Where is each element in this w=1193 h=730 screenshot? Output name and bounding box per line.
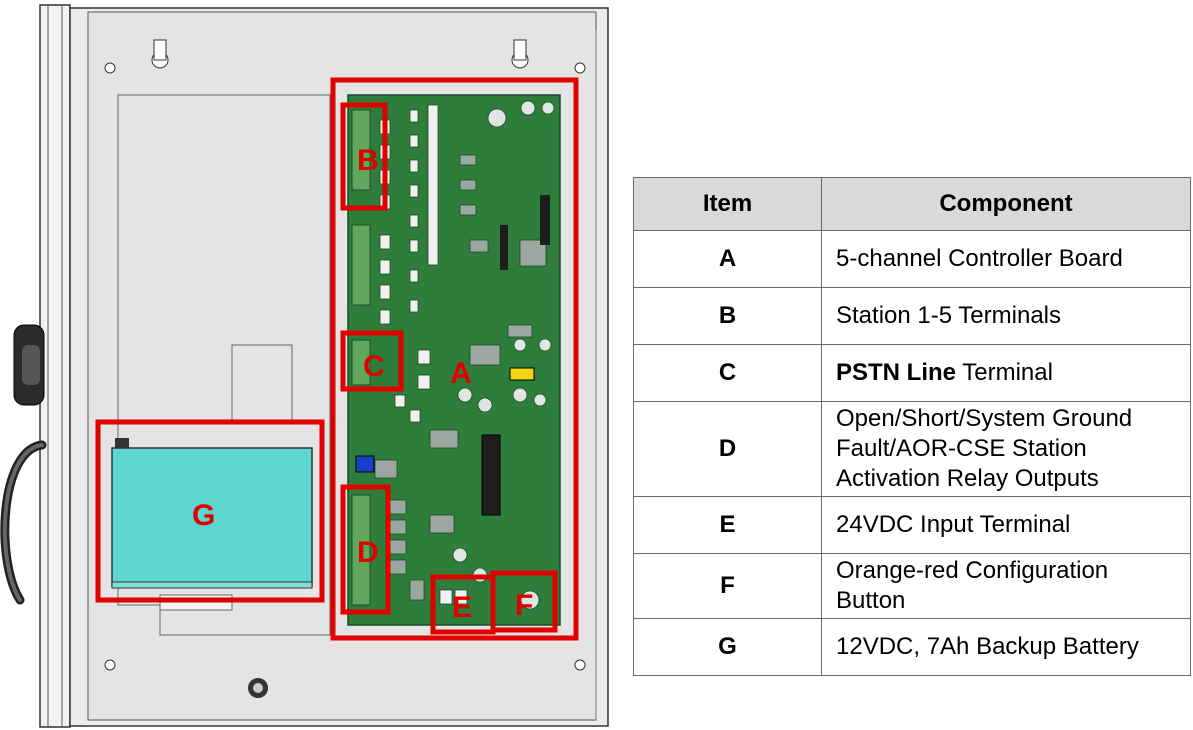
enclosure-side-panel (39, 4, 71, 728)
callout-label-b: B (357, 144, 379, 177)
callout-label-e: E (452, 591, 472, 624)
component-text: Terminal (956, 359, 1053, 386)
item-cell: A (633, 230, 822, 288)
callout-box-g (95, 419, 325, 603)
component-table: Item Component A 5-channel Controller Bo… (633, 177, 1191, 676)
enclosure-diagram: A B C D E F G (0, 4, 609, 728)
component-cell: Station 1-5 Terminals (821, 287, 1191, 345)
table-row: F Orange-red Configuration Button (633, 553, 1191, 619)
component-cell: 24VDC Input Terminal (821, 496, 1191, 554)
callout-box-a (330, 77, 579, 641)
controller-board (347, 94, 561, 626)
callout-label-d: D (357, 536, 379, 569)
table-header-row: Item Component (633, 177, 1191, 231)
table-row: A 5-channel Controller Board (633, 230, 1191, 288)
callout-boxes (95, 77, 579, 641)
component-cell: Open/Short/System Ground Fault/AOR-CSE S… (821, 401, 1191, 497)
callout-box-c (340, 330, 404, 392)
header-component: Component (821, 177, 1191, 231)
item-cell: G (633, 618, 822, 676)
component-cell: 5-channel Controller Board (821, 230, 1191, 288)
item-cell: E (633, 496, 822, 554)
callout-box-b (340, 102, 388, 211)
table-row: D Open/Short/System Ground Fault/AOR-CSE… (633, 401, 1191, 497)
item-cell: F (633, 553, 822, 619)
item-cell: B (633, 287, 822, 345)
item-cell: D (633, 401, 822, 497)
table-row: E 24VDC Input Terminal (633, 496, 1191, 554)
callout-label-c: C (363, 350, 385, 383)
callout-label-f: F (515, 589, 533, 622)
component-bold-text: PSTN Line (836, 359, 957, 386)
component-cell: PSTN Line Terminal (821, 344, 1191, 402)
table-row: C PSTN Line Terminal (633, 344, 1191, 402)
item-cell: C (633, 344, 822, 402)
table-row: G 12VDC, 7Ah Backup Battery (633, 618, 1191, 676)
callout-box-d (340, 484, 391, 615)
callout-label-a: A (450, 357, 472, 390)
header-item: Item (633, 177, 822, 231)
backup-battery (111, 438, 313, 589)
table-row: B Station 1-5 Terminals (633, 287, 1191, 345)
cable (0, 324, 47, 605)
callout-box-f (490, 570, 558, 633)
component-cell: 12VDC, 7Ah Backup Battery (821, 618, 1191, 676)
callout-label-g: G (192, 499, 215, 532)
component-cell: Orange-red Configuration Button (821, 553, 1191, 619)
